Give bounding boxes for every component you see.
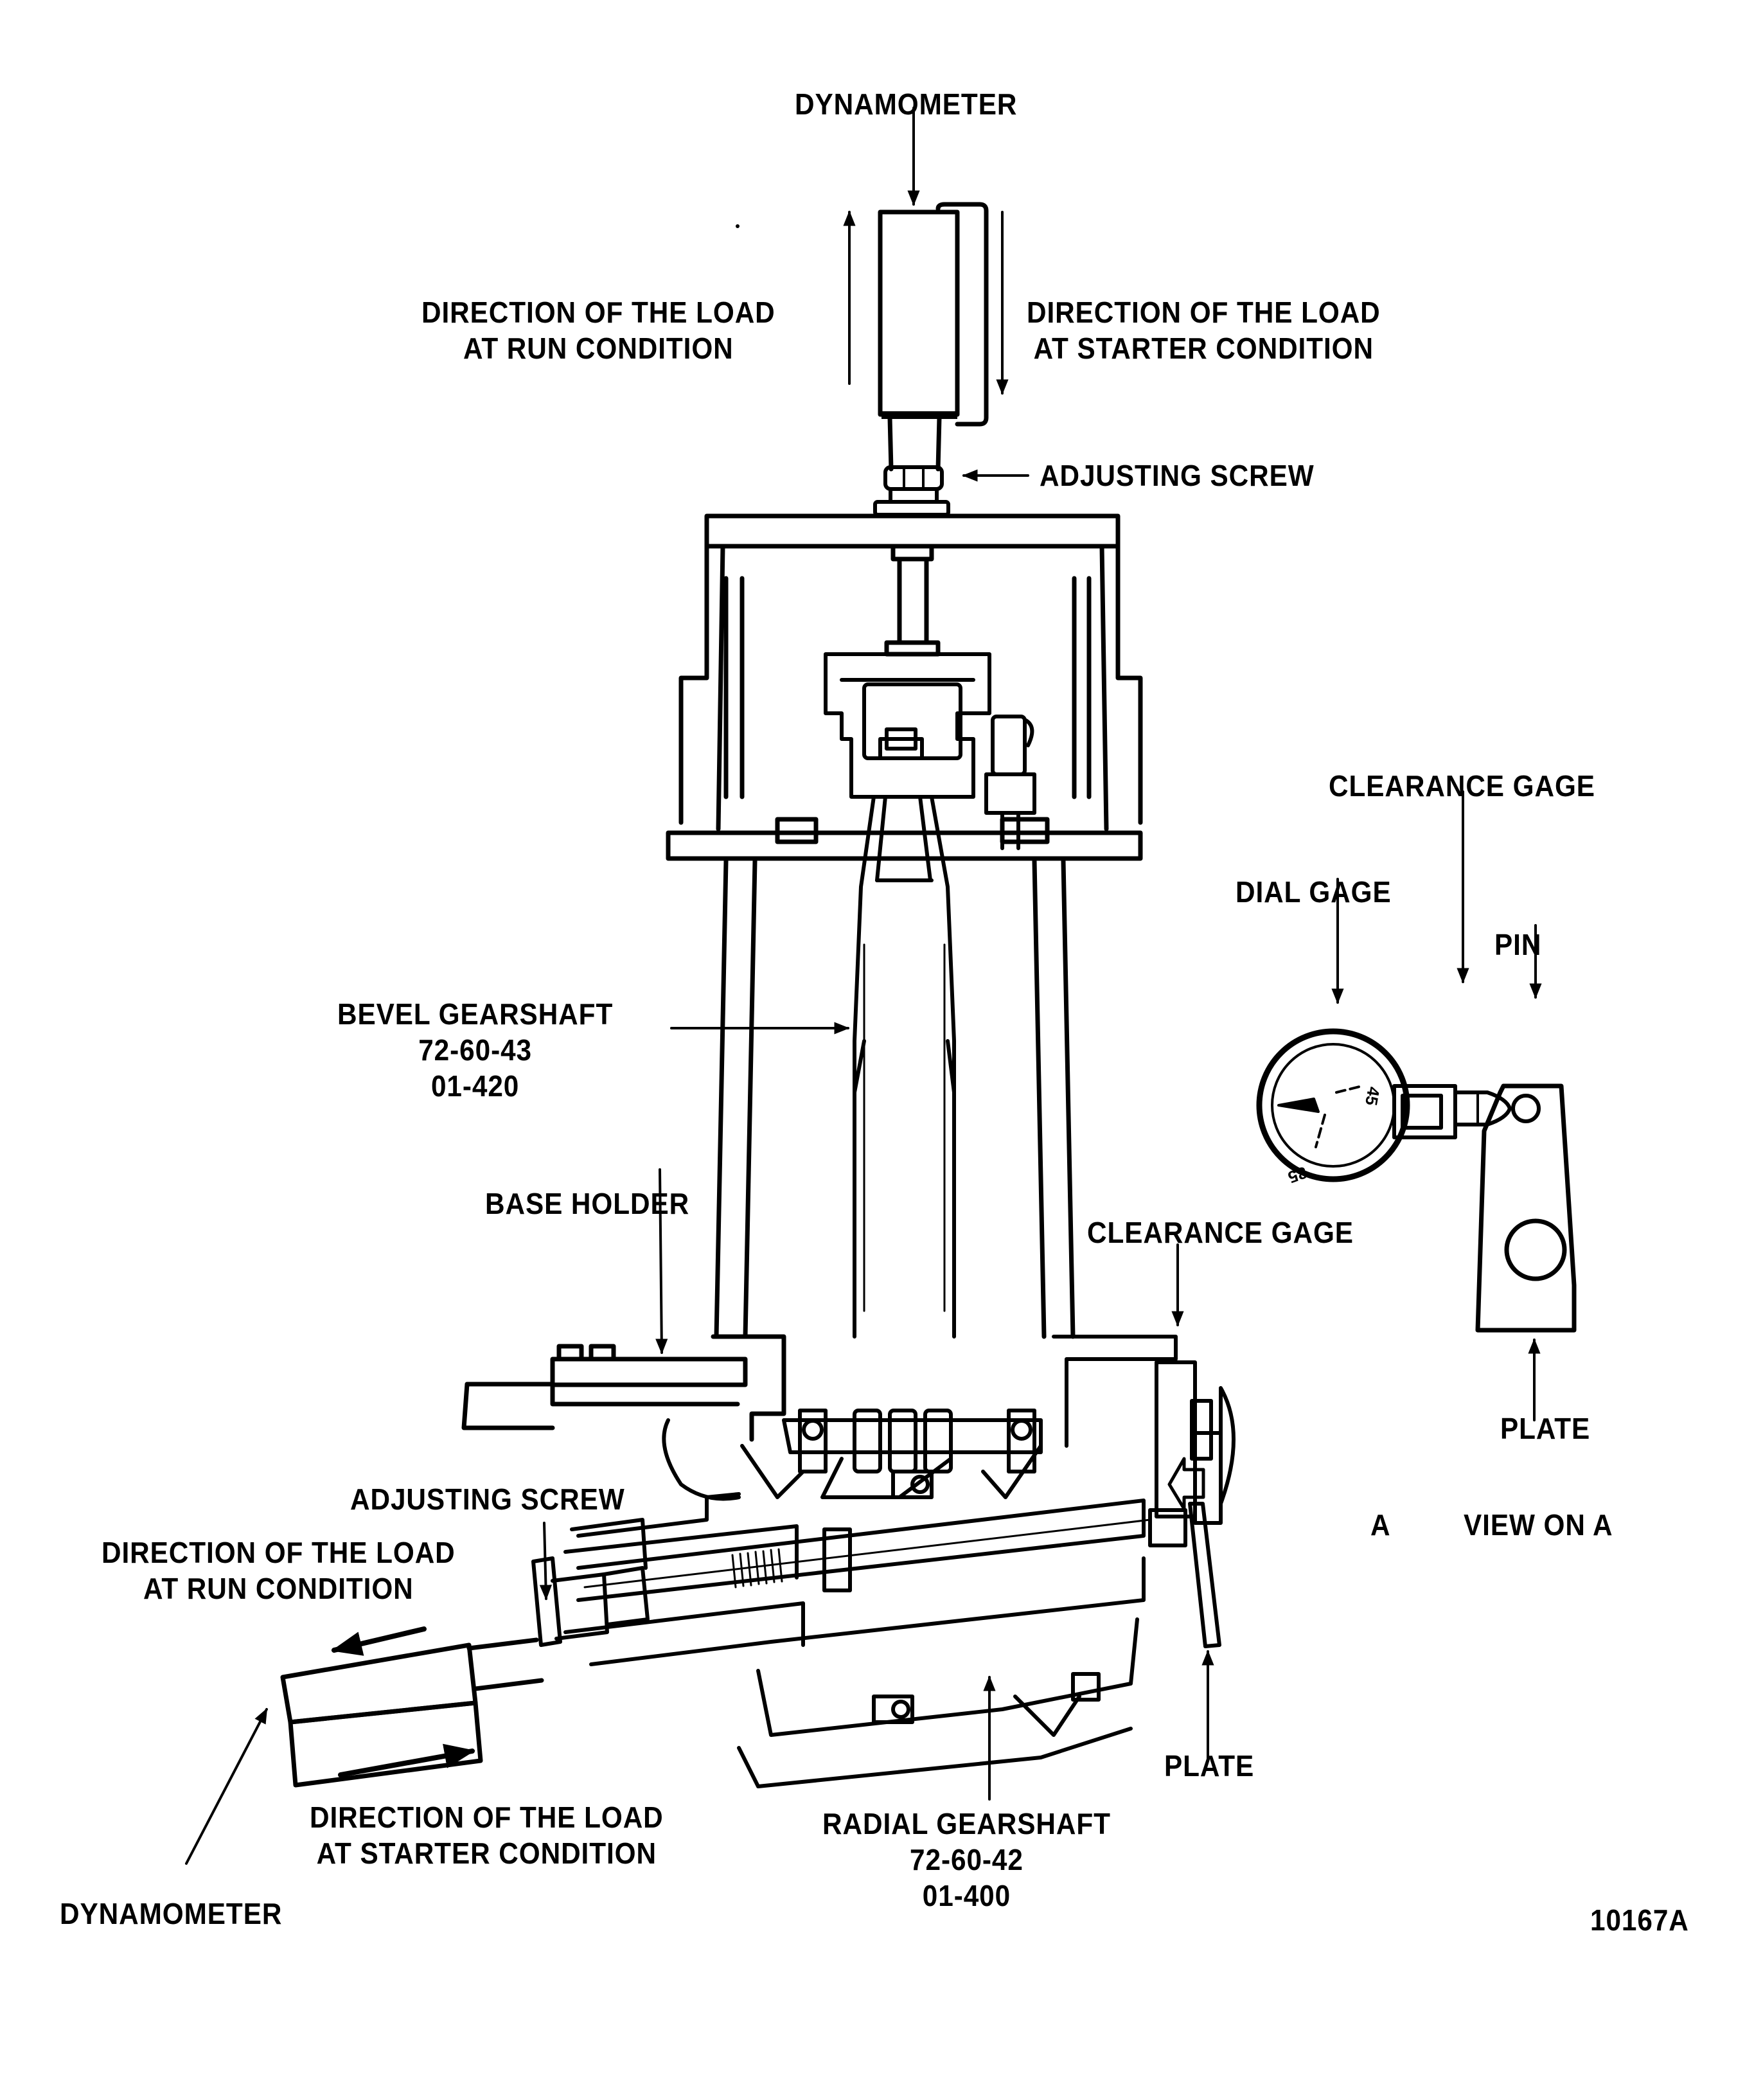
bottom-adjusting-screw-label: ADJUSTING SCREW (350, 1482, 625, 1516)
bottom-dynamometer-arrow (185, 1707, 268, 1865)
dial-mark-45: 45 (1361, 1085, 1384, 1107)
support-columns (714, 859, 1076, 1339)
plate-view-label: PLATE (1500, 1412, 1591, 1445)
adapter-head (824, 652, 1036, 850)
clearance-gage-view (1392, 1084, 1512, 1139)
upper-flange (666, 817, 1143, 861)
plate-view (1475, 1083, 1577, 1333)
view-a-arrow (1167, 1457, 1205, 1511)
radial-gearshaft (563, 1470, 1187, 1788)
bottom-dynamometer (280, 1637, 544, 1788)
top-dynamometer (878, 202, 989, 472)
top-dynamometer-label: DYNAMOMETER (795, 87, 1018, 121)
bottom-adjusting-screw-arrow (539, 1522, 553, 1601)
loading-frame (678, 513, 1143, 832)
bottom-starter-direction-arrow (338, 1743, 475, 1777)
top-adjusting-screw-label: ADJUSTING SCREW (1040, 459, 1315, 492)
plate-main-label: PLATE (1164, 1749, 1255, 1783)
bevel-gearshaft-label: BEVEL GEARSHAFT 72-60-43 01-420 (337, 997, 614, 1103)
plate-main (1188, 1502, 1221, 1648)
dial-gage: 45 85 (1256, 1028, 1410, 1187)
dial-gage-label: DIAL GAGE (1236, 875, 1392, 909)
view-on-a-label: VIEW ON A (1464, 1508, 1613, 1542)
clearance-gage-main-label: CLEARANCE GAGE (1087, 1216, 1354, 1249)
bottom-run-direction-label: DIRECTION OF THE LOAD AT RUN CONDITION (102, 1536, 456, 1605)
figure-id: 10167A (1590, 1903, 1689, 1937)
pin (1511, 1094, 1541, 1123)
stray-dot (736, 224, 740, 228)
bottom-run-direction-arrow (331, 1626, 427, 1656)
base-holder (461, 1334, 786, 1442)
clearance-gage-view-label: CLEARANCE GAGE (1329, 769, 1595, 803)
view-arrow-letter: A (1370, 1508, 1391, 1542)
base-holder-label: BASE HOLDER (485, 1187, 690, 1220)
radial-gearshaft-label: RADIAL GEARSHAFT 72-60-42 01-400 (822, 1807, 1111, 1912)
gearbox-housing (662, 1335, 1236, 1525)
bottom-starter-direction-label: DIRECTION OF THE LOAD AT STARTER CONDITI… (310, 1801, 664, 1870)
top-run-direction-label: DIRECTION OF THE LOAD AT RUN CONDITION (421, 296, 775, 365)
bevel-gearshaft (853, 795, 956, 1339)
bottom-dynamometer-label: DYNAMOMETER (60, 1897, 283, 1930)
top-adjusting-screw (873, 465, 950, 517)
pin-label: PIN (1494, 928, 1542, 961)
base-holder-arrow (655, 1168, 668, 1355)
top-starter-direction-label: DIRECTION OF THE LOAD AT STARTER CONDITI… (1027, 296, 1381, 365)
